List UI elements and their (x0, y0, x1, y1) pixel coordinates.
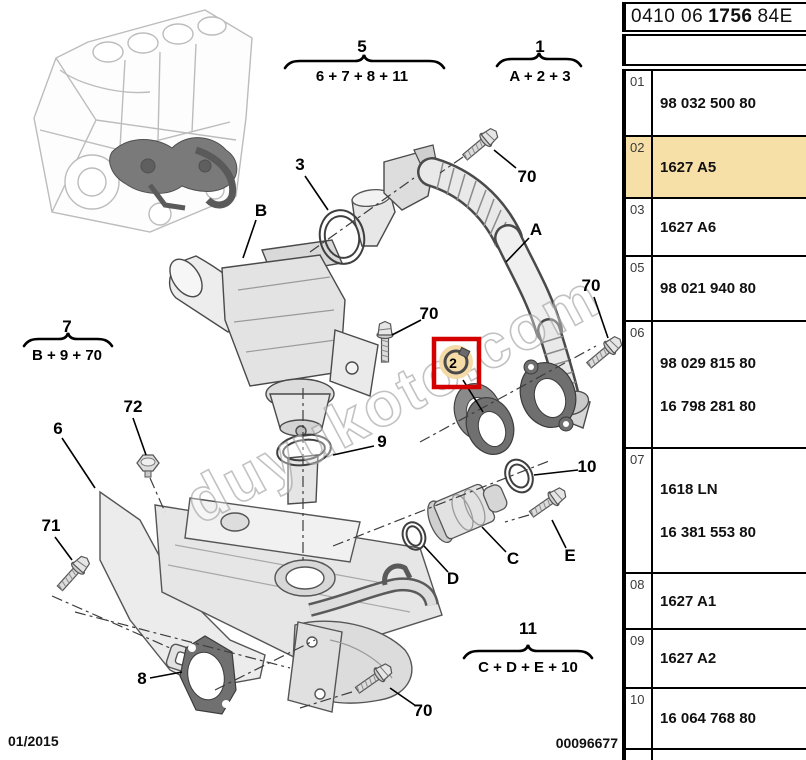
table-row[interactable]: 10 16 064 768 80 (626, 689, 806, 750)
bolt-71 (53, 552, 94, 595)
callout-70-top[interactable]: 70 (518, 167, 537, 186)
group-5-number[interactable]: 5 (357, 37, 366, 56)
code-suffix: 84E (757, 6, 793, 27)
row-ref: 03 (626, 199, 653, 255)
callout-70-bottom[interactable]: 70 (414, 701, 433, 720)
group-1-number[interactable]: 1 (535, 37, 544, 56)
row-ref: 05 (626, 257, 653, 320)
table-row-selected[interactable]: 02 1627 A5 (626, 137, 806, 199)
part-number: 1627 A1 (660, 592, 717, 610)
brace (22, 332, 114, 348)
group-7[interactable]: 7 B + 9 + 70 (22, 317, 114, 364)
bolt-e (526, 483, 570, 522)
o-ring-3 (318, 209, 366, 265)
engine-illustration (33, 9, 253, 233)
table-row[interactable]: 09 1627 A2 (626, 630, 806, 689)
part-number: 1618 LN (660, 480, 718, 498)
axis-lines (51, 156, 597, 709)
group-5-formula: 6 + 7 + 8 + 11 (316, 68, 408, 85)
bolt-70-middle (376, 320, 394, 363)
part-number: 98 029 815 80 (660, 354, 756, 372)
table-row[interactable]: 01 98 032 500 80 (626, 71, 806, 137)
row-ref: 09 (626, 630, 653, 687)
callout-d[interactable]: D (447, 569, 459, 588)
table-row[interactable]: 07 1618 LN 16 381 553 80 (626, 449, 806, 574)
brace (495, 52, 583, 68)
catalog-code-header: 0410 06 1756 84E (622, 2, 806, 32)
clamp-part-2 (443, 349, 469, 375)
selection-box (431, 336, 482, 390)
callout-70-middle[interactable]: 70 (420, 304, 439, 323)
part-number: 1627 A2 (660, 650, 717, 667)
document-number: 00096677 (555, 735, 618, 751)
edition-date: 01/2015 (8, 733, 59, 749)
callout-71[interactable]: 71 (42, 516, 61, 535)
part-number: 16 798 281 80 (660, 397, 756, 415)
callout-e[interactable]: E (564, 546, 575, 565)
row-ref: 10 (626, 689, 653, 748)
callout-2[interactable]: 2 (449, 355, 457, 371)
selected-part-highlight[interactable]: 2 (431, 336, 482, 390)
group-7-formula: B + 9 + 70 (32, 347, 102, 364)
group-5[interactable]: 5 6 + 7 + 8 + 11 (283, 37, 446, 85)
brace (462, 644, 594, 660)
part-number: 1627 A6 (660, 218, 717, 236)
callout-8[interactable]: 8 (137, 669, 146, 688)
callout-70-right[interactable]: 70 (582, 276, 601, 295)
table-row[interactable]: 06 98 029 815 80 16 798 281 80 (626, 322, 806, 449)
group-11-formula: C + D + E + 10 (478, 659, 578, 676)
part-number: 1627 A5 (660, 158, 717, 176)
callout-c[interactable]: C (507, 549, 519, 568)
row-ref: 08 (626, 574, 653, 628)
leader-lines (54, 149, 609, 707)
group-11[interactable]: 11 C + D + E + 10 (462, 619, 594, 676)
bolt-70-top (459, 124, 502, 165)
callout-3[interactable]: 3 (295, 155, 304, 174)
group-1-formula: A + 2 + 3 (509, 68, 570, 85)
callout-6[interactable]: 6 (53, 419, 62, 438)
table-row-partial (626, 750, 806, 760)
brace (283, 54, 446, 70)
part-number: 16 381 553 80 (660, 523, 756, 541)
nut-72 (136, 454, 160, 478)
part-number: 98 032 500 80 (660, 94, 756, 112)
sensor-part-c (427, 483, 508, 543)
row-ref: 01 (626, 71, 653, 135)
table-row[interactable]: 03 1627 A6 (626, 199, 806, 257)
hose-end-gaskets (453, 359, 577, 455)
o-ring-d (401, 521, 427, 551)
callout-9[interactable]: 9 (377, 432, 386, 451)
callout-b[interactable]: B (255, 201, 267, 220)
empty-header-cell (622, 34, 806, 66)
parts-table: 0410 06 1756 84E 01 98 032 500 80 02 162… (622, 0, 806, 760)
part-number: 16 064 768 80 (660, 710, 756, 727)
table-row[interactable]: 08 1627 A1 (626, 574, 806, 630)
o-ring-10 (504, 458, 534, 494)
group-7-number[interactable]: 7 (62, 317, 71, 336)
group-1[interactable]: 1 A + 2 + 3 (495, 37, 583, 85)
gasket-part-8 (179, 635, 237, 715)
callout-10[interactable]: 10 (578, 457, 597, 476)
clamp-screw (458, 346, 471, 359)
group-11-number[interactable]: 11 (519, 619, 537, 638)
row-ref: 02 (626, 137, 653, 197)
callout-72[interactable]: 72 (124, 397, 143, 416)
diagram-area: duyukoto.com 5 6 + 7 + 8 + 11 1 A + 2 + … (8, 9, 622, 751)
row-ref: 06 (626, 322, 653, 447)
part-number: 98 021 940 80 (660, 280, 756, 297)
table-row[interactable]: 05 98 021 940 80 (626, 257, 806, 322)
row-ref: 07 (626, 449, 653, 572)
callout-a[interactable]: A (530, 220, 542, 239)
egr-cooler-assembly (99, 490, 443, 713)
engine-egr-assembly (109, 137, 238, 211)
bolt-70-right (583, 332, 622, 373)
code-main: 1756 (708, 6, 753, 27)
parts-rows: 01 98 032 500 80 02 1627 A5 03 1627 A6 0… (622, 69, 806, 760)
code-prefix: 0410 06 (631, 6, 704, 27)
